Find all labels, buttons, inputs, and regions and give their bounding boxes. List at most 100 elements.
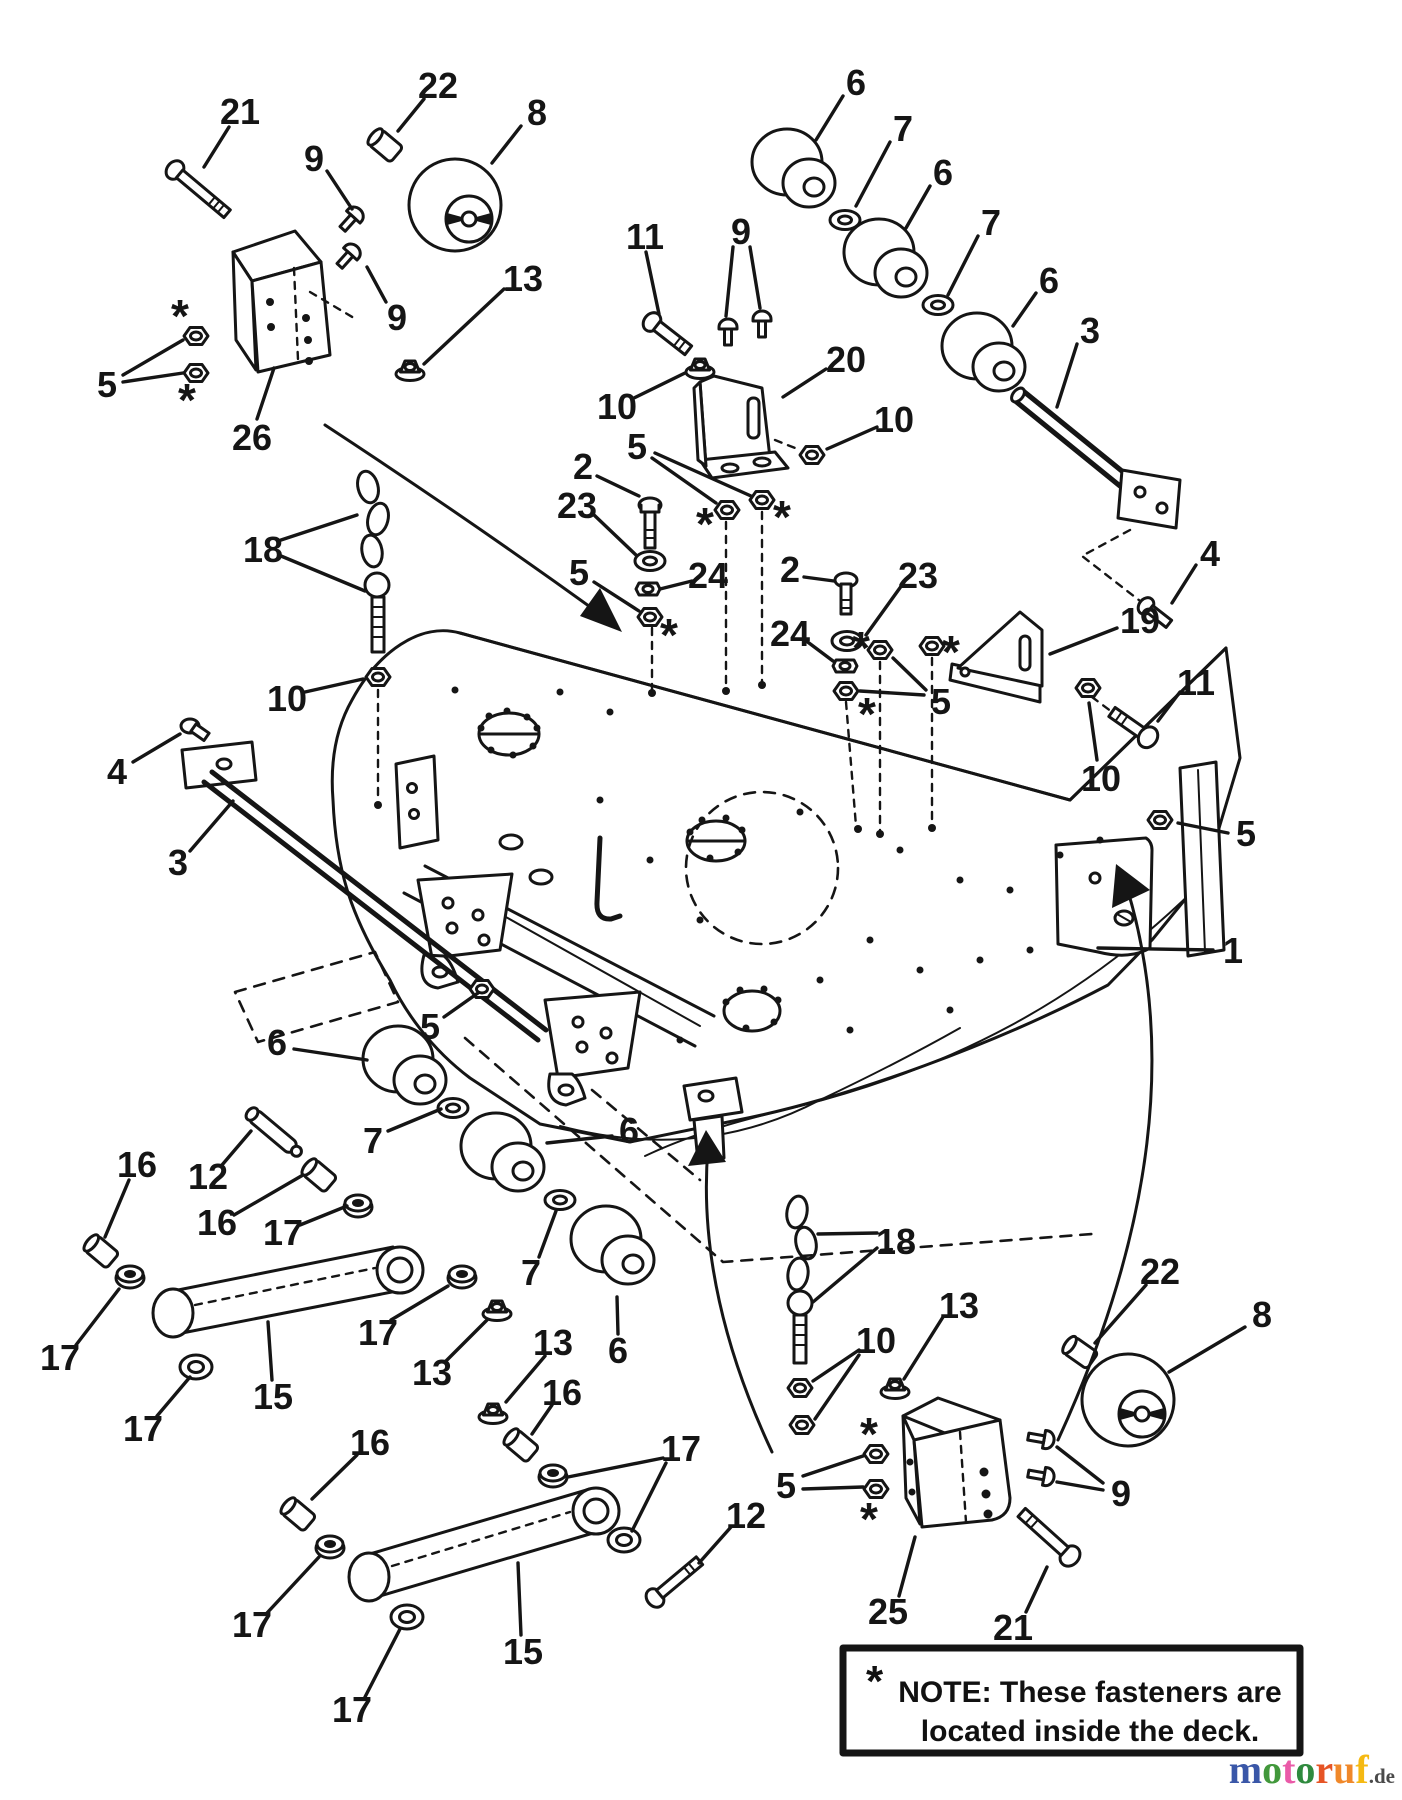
inside-deck-asterisk: * — [852, 622, 870, 674]
nut-13-arm-b — [477, 1402, 509, 1425]
callout-leader-line — [232, 1173, 305, 1217]
callout-leader-line — [816, 1231, 879, 1236]
callout-leader-line — [396, 97, 426, 133]
spacer-22-bottom — [1058, 1332, 1100, 1371]
bracket-20 — [692, 374, 790, 480]
bolt-11-top — [641, 311, 694, 357]
callout-leader-line — [1093, 1283, 1148, 1345]
part-callout-6: 6 — [1039, 260, 1059, 301]
callout-leader-line — [279, 513, 359, 542]
bushing-17-d — [446, 1264, 478, 1290]
part-callout-17: 17 — [123, 1408, 163, 1449]
callout-leader-line — [516, 1561, 523, 1637]
pivot-arm-15-lower — [276, 1463, 705, 1631]
spacer-16-a — [79, 1230, 121, 1271]
callout-leader-line — [1048, 626, 1119, 656]
deck-j-rod — [594, 835, 623, 922]
part-callout-9: 9 — [1111, 1473, 1131, 1514]
part-callout-10: 10 — [874, 399, 914, 440]
inside-deck-asterisk: * — [696, 498, 714, 550]
callout-leader-line — [422, 287, 506, 366]
callout-leader-line — [566, 1456, 665, 1479]
part-callout-7: 7 — [981, 202, 1001, 243]
callout-leader-line — [814, 94, 845, 142]
bolt-12-lower — [644, 1555, 705, 1609]
rivets-9-bottom — [1025, 1426, 1057, 1489]
part-callout-6: 6 — [846, 62, 866, 103]
part-callout-4: 4 — [107, 751, 127, 792]
callout-leader-line — [897, 1535, 917, 1598]
callout-leader-line — [103, 1178, 131, 1239]
part-callout-17: 17 — [661, 1428, 701, 1469]
part-callout-6: 6 — [619, 1110, 639, 1151]
bracket-19 — [948, 610, 1044, 704]
gauge-wheel-8-bottom — [1080, 1352, 1176, 1448]
bushing-17-g — [537, 1463, 569, 1489]
part-callout-17: 17 — [232, 1604, 272, 1645]
part-callout-16: 16 — [117, 1144, 157, 1185]
inside-deck-asterisk: * — [171, 290, 189, 342]
inside-deck-asterisk: * — [860, 1408, 878, 1460]
watermark-letter: u — [1333, 1747, 1356, 1792]
fastener-stack-left — [633, 496, 667, 692]
watermark-word: motoruf — [1229, 1747, 1369, 1792]
bolt-21-top — [164, 159, 232, 220]
callout-leader-line — [389, 1284, 450, 1322]
part-callout-16: 16 — [197, 1202, 237, 1243]
part-callout-23: 23 — [557, 485, 597, 526]
part-callout-26: 26 — [232, 417, 272, 458]
part-callout-10: 10 — [1081, 758, 1121, 799]
callout-leader-line — [904, 184, 932, 230]
pulley-ghost-circle — [684, 790, 840, 946]
nut-10-center-b — [798, 445, 826, 465]
bolt-4-right — [1136, 596, 1174, 629]
part-callout-6: 6 — [267, 1022, 287, 1063]
spacer-16-d — [276, 1493, 318, 1534]
deck-spindle-openings — [477, 711, 840, 1033]
inside-deck-asterisk: * — [860, 1493, 878, 1545]
callout-leader-line — [1096, 946, 1215, 952]
callout-leader-line — [697, 1525, 733, 1565]
callout-leader-line — [279, 554, 367, 593]
inside-deck-asterisk: * — [660, 609, 678, 661]
deck-rollers-top — [750, 127, 1027, 393]
part-callout-25: 25 — [868, 1591, 908, 1632]
leader-lines — [74, 94, 1247, 1699]
part-callout-13: 13 — [533, 1322, 573, 1363]
note-asterisk: * — [866, 1657, 884, 1706]
callout-leader-line — [310, 1453, 359, 1501]
part-callout-17: 17 — [263, 1212, 303, 1253]
callout-leader-line — [255, 366, 276, 421]
part-callout-16: 16 — [350, 1422, 390, 1463]
part-callout-10: 10 — [856, 1320, 896, 1361]
callout-leader-line — [650, 456, 718, 505]
callout-leader-line — [292, 1047, 369, 1062]
pivot-arm-15-upper — [79, 1106, 541, 1465]
callout-leader-line — [592, 580, 641, 613]
part-callout-23: 23 — [898, 555, 938, 596]
callout-leader-line — [1055, 1480, 1105, 1492]
callout-leader-line — [902, 1315, 945, 1381]
part-callout-18: 18 — [876, 1221, 916, 1262]
part-callout-21: 21 — [993, 1607, 1033, 1648]
part-callout-15: 15 — [253, 1376, 293, 1417]
callout-leader-line — [1167, 1325, 1247, 1374]
front-hanger-channel — [402, 864, 716, 1107]
callout-leader-line — [615, 1295, 620, 1336]
callout-leader-line — [298, 1204, 349, 1227]
part-callout-5: 5 — [420, 1006, 440, 1047]
part-callout-19: 19 — [1120, 600, 1160, 641]
callout-leader-line — [386, 1107, 443, 1133]
part-callout-18: 18 — [243, 529, 283, 570]
part-callout-5: 5 — [97, 364, 117, 405]
callout-leader-line — [365, 265, 388, 304]
note-line2: located inside the deck. — [921, 1715, 1259, 1748]
part-callout-6: 6 — [608, 1330, 628, 1371]
note-box: * NOTE: These fasteners are located insi… — [839, 1644, 1304, 1757]
washer-17-f — [389, 1603, 425, 1631]
bushing-17-e — [314, 1534, 346, 1560]
watermark-letter: t — [1282, 1747, 1296, 1792]
part-callout-22: 22 — [1140, 1251, 1180, 1292]
